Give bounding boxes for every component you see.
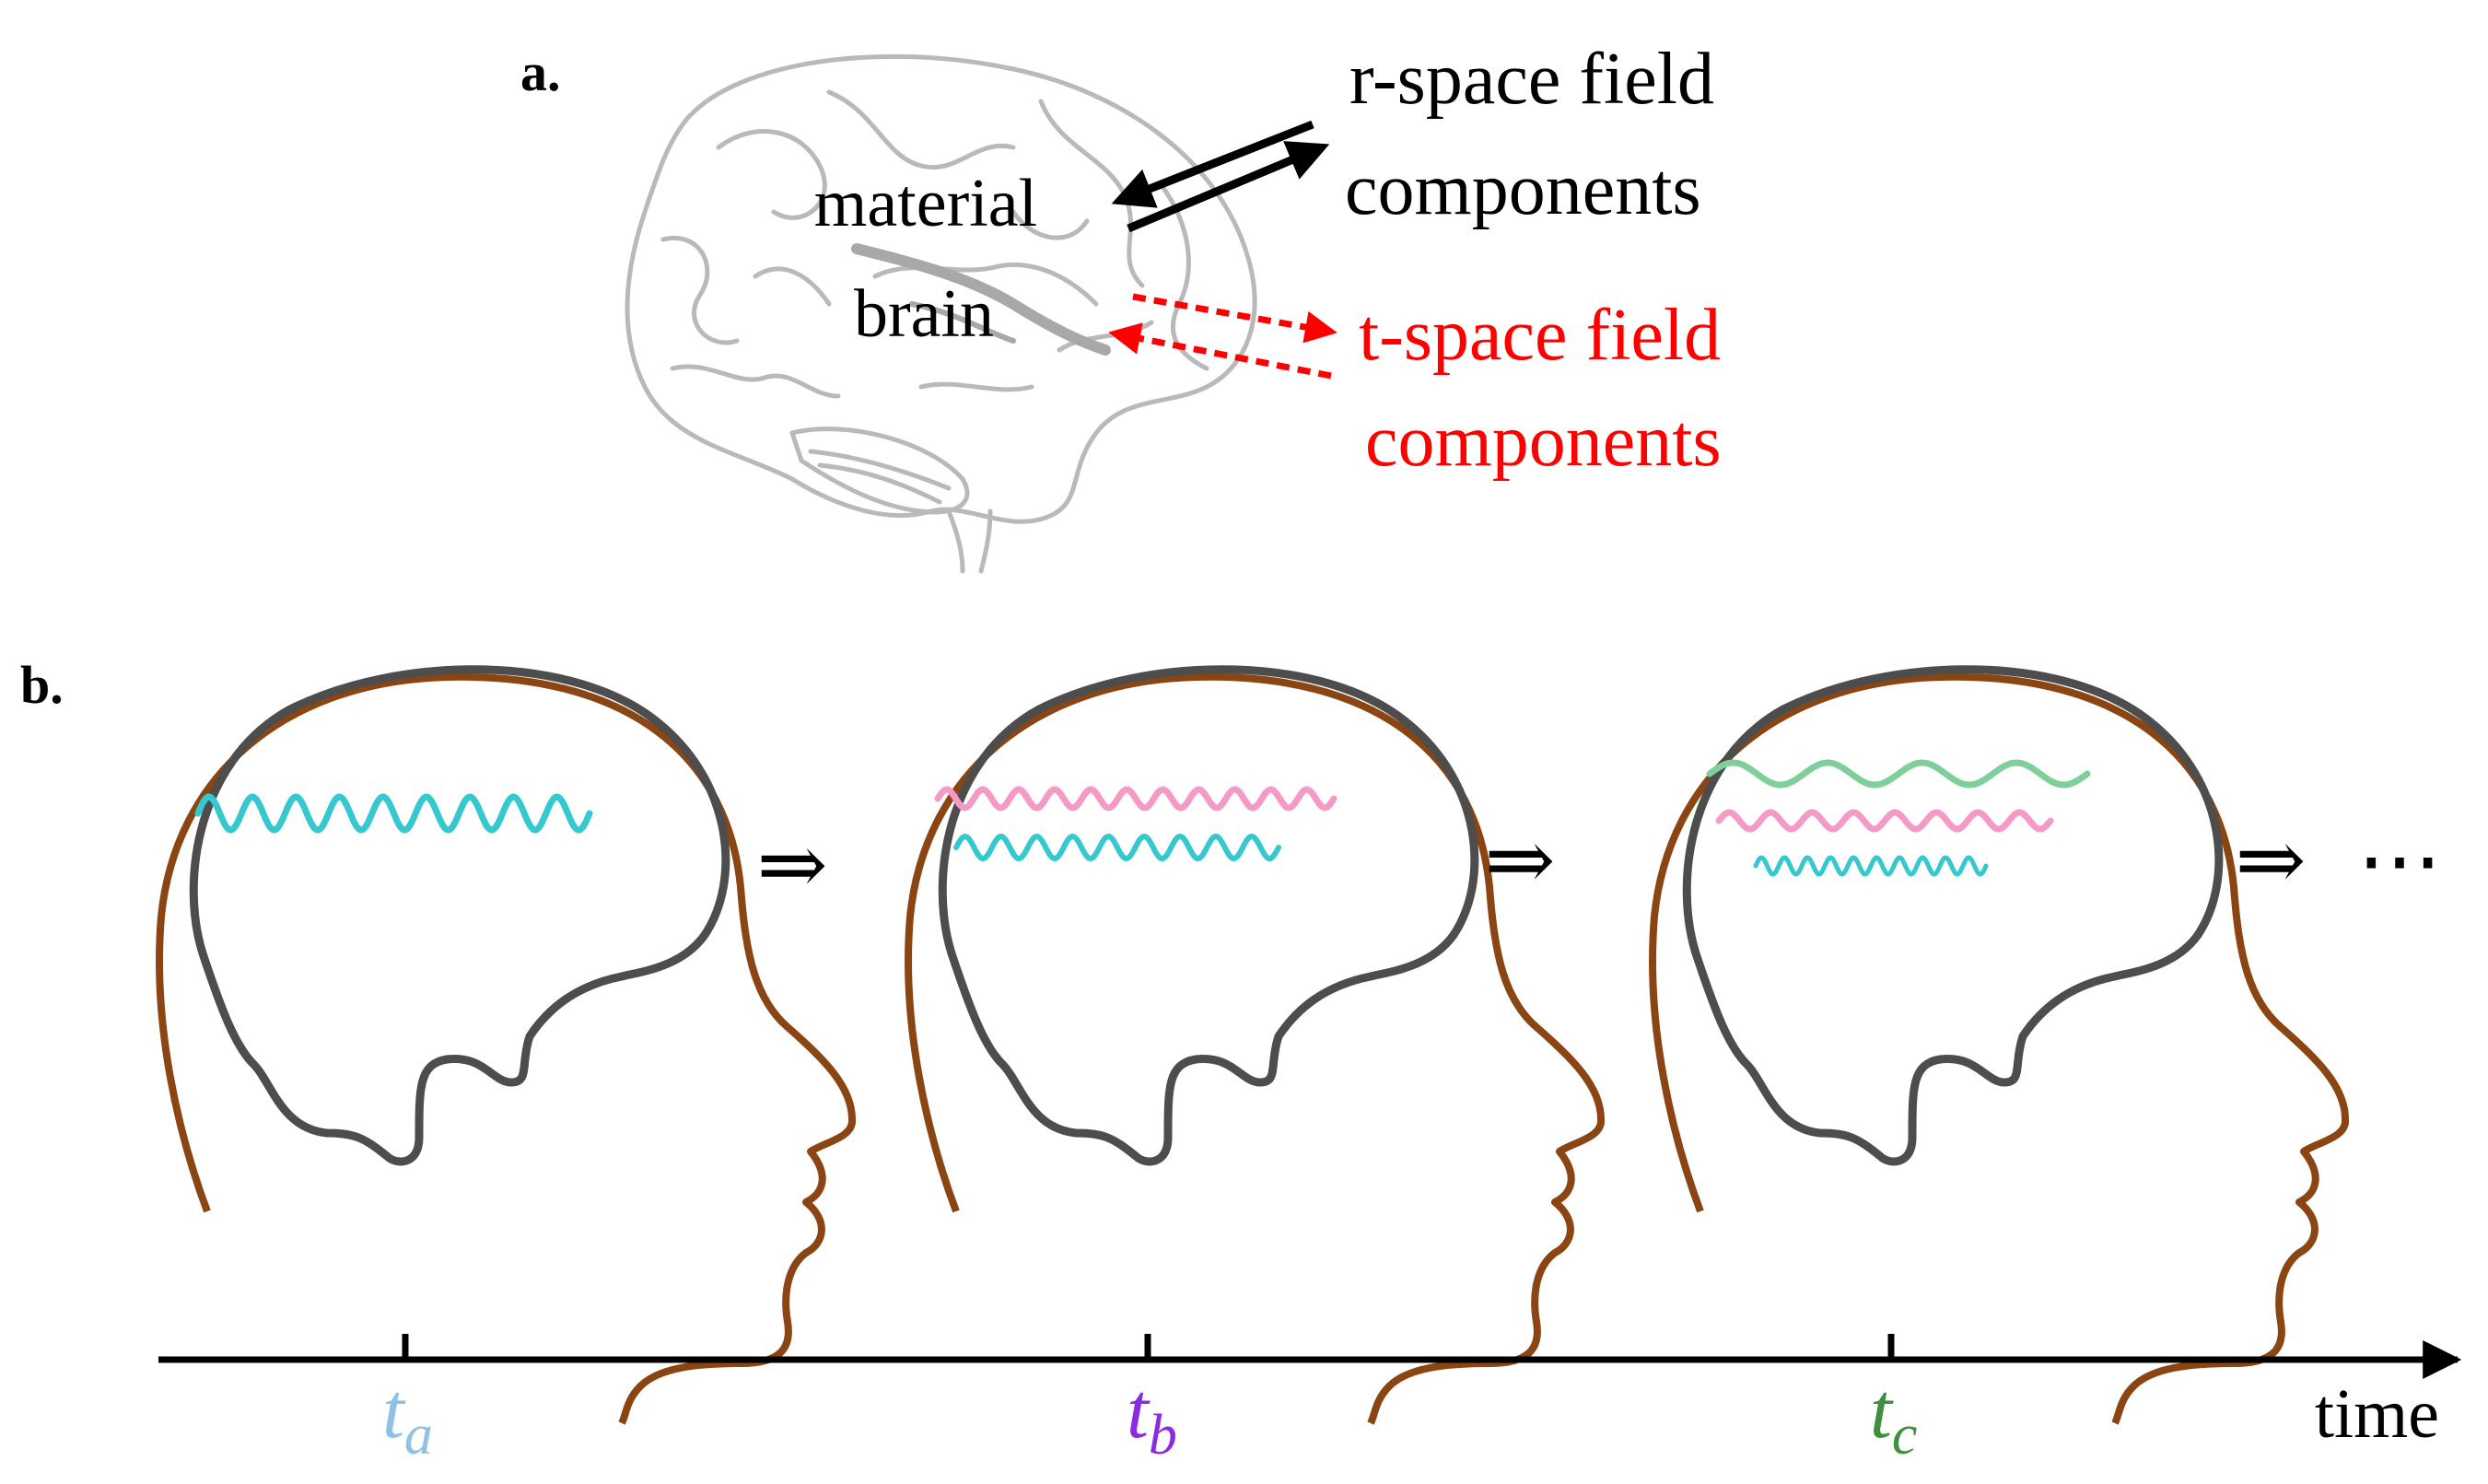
head-outline-1 (156, 672, 856, 1425)
field-wave-3-3 (1753, 855, 1989, 877)
t-space-arrow-out (1132, 293, 1337, 344)
head-2 (905, 665, 1605, 1425)
r-space-arrow-in (1111, 120, 1314, 208)
tick-label-c-sub: c (1892, 1404, 1918, 1466)
r-space-label-line1: r-space field (1349, 39, 1714, 120)
tick-label-c: tc (1870, 1366, 1917, 1466)
ellipsis: ⋯ (2357, 813, 2442, 907)
head-sequence (156, 665, 2349, 1425)
tick-label-a-base: t (382, 1366, 406, 1455)
time-axis-label: time (2315, 1375, 2439, 1453)
panel-a-label: a. (520, 42, 561, 102)
brain-outline-1 (189, 665, 730, 1166)
tick-label-a: ta (382, 1366, 433, 1466)
head-outline-3 (1649, 672, 2349, 1425)
panel-b-label: b. (20, 655, 64, 715)
brain-outline-2 (938, 665, 1479, 1166)
t-space-label-line1: t-space field (1359, 295, 1721, 376)
field-wave-1-1 (194, 793, 593, 834)
field-wave-2-2 (953, 833, 1281, 862)
r-space-arrow-out (1127, 141, 1330, 233)
tick-label-a-sub: a (404, 1404, 433, 1466)
t-space-label-line2: components (1365, 401, 1722, 482)
brain-outline-3 (1682, 665, 2224, 1166)
head-outline-2 (905, 672, 1605, 1425)
r-space-label-line2: components (1345, 149, 1701, 230)
field-wave-3-2 (1715, 809, 2054, 833)
head-1 (156, 665, 856, 1425)
t-space-arrow-in (1108, 322, 1332, 380)
field-wave-3-1 (1706, 759, 2091, 789)
brain-label-line1: material (814, 166, 1037, 241)
tick-label-c-base: t (1870, 1366, 1894, 1455)
tick-label-b-sub: b (1149, 1404, 1177, 1466)
brain-label-line2: brain (854, 276, 994, 352)
field-wave-2-1 (934, 786, 1337, 812)
next-arrow-2: ⇒ (1484, 813, 1555, 907)
next-arrow-1: ⇒ (756, 818, 827, 912)
tick-label-b-base: t (1127, 1366, 1151, 1455)
next-arrow-3: ⇒ (2235, 813, 2306, 907)
tick-label-b: tb (1127, 1366, 1177, 1466)
head-3 (1649, 665, 2349, 1425)
